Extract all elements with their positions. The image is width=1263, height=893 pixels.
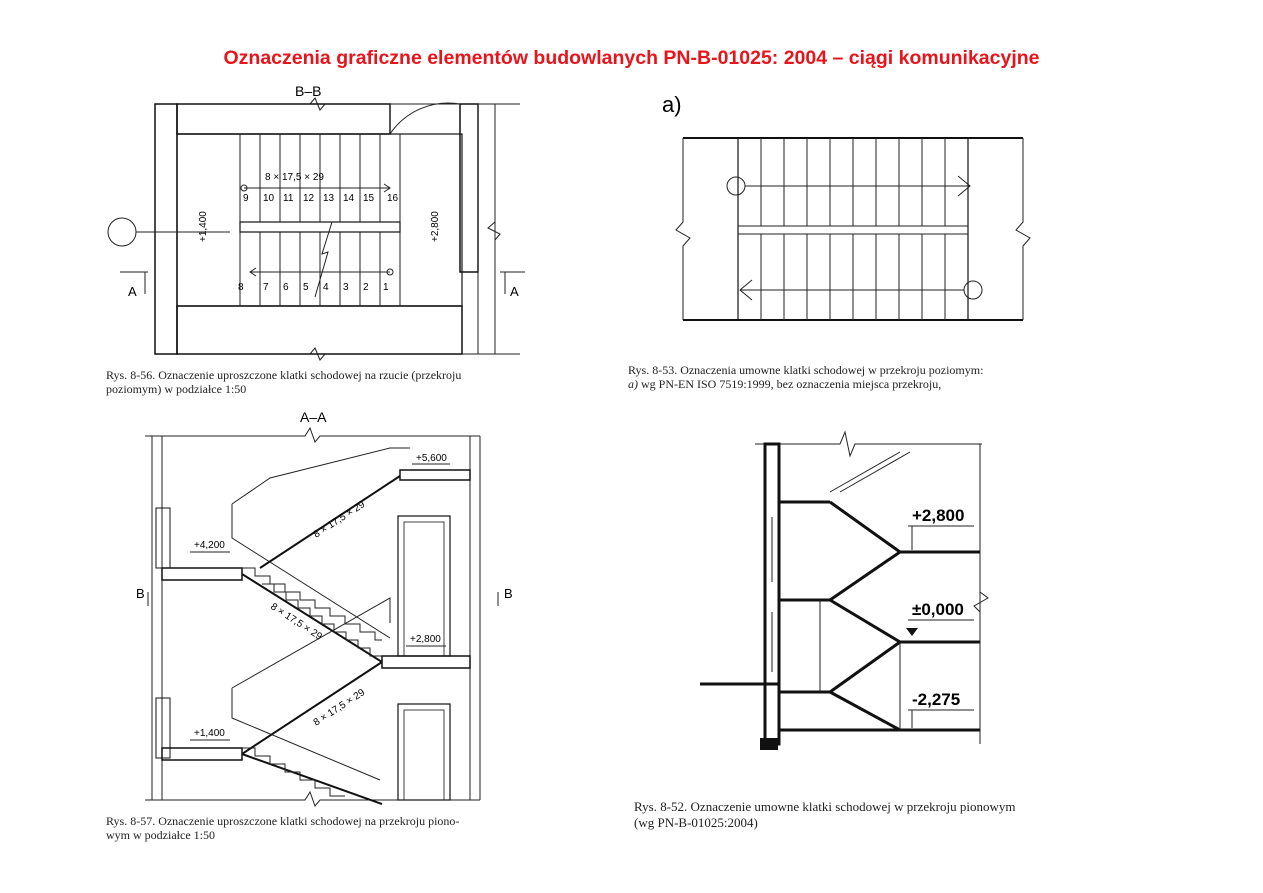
figure-8-52-section: +2,800 ±0,000 -2,275 (690, 422, 1020, 772)
step-number: 11 (283, 193, 294, 204)
caption-8-57: Rys. 8-57. Oznaczenie uproszczone klatki… (106, 814, 460, 842)
level-label: +5,600 (416, 453, 447, 464)
step-number: 12 (303, 193, 315, 204)
step-number: 14 (343, 193, 355, 204)
cut-label: A (128, 284, 137, 299)
level-label: +1,400 (198, 211, 209, 242)
stair-spec: 8 × 17,5 × 29 (312, 499, 368, 541)
section-label: B–B (295, 83, 321, 99)
subfigure-label: a) (662, 92, 682, 117)
level-label: ±0,000 (912, 600, 964, 619)
level-label: +2,800 (430, 211, 441, 242)
caption-8-56: Rys. 8-56. Oznaczenie uproszczone klatki… (106, 368, 462, 396)
caption-8-53: Rys. 8-53. Oznaczenia umowne klatki scho… (628, 363, 984, 391)
step-number: 8 (238, 282, 244, 293)
figure-8-56-plan: B–B 8 × 17,5 × 29 (100, 82, 540, 362)
step-number: 2 (363, 282, 369, 293)
step-number: 4 (323, 282, 329, 293)
figure-8-53a-plan: a) (648, 82, 1048, 352)
level-label: +1,400 (194, 728, 225, 739)
section-label: A–A (300, 409, 327, 425)
figure-8-57-section: A–A +5,600 +4,200 (120, 408, 540, 808)
cut-label: A (510, 284, 519, 299)
cut-label: B (136, 586, 145, 601)
step-number: 16 (387, 193, 399, 204)
cut-label: B (504, 586, 513, 601)
stair-conventional-plan: a) (662, 92, 1031, 321)
stair-spec: 8 × 17,5 × 29 (312, 687, 368, 729)
level-label: -2,275 (912, 690, 960, 709)
level-label: +2,800 (912, 506, 964, 525)
stair-section-drawing: A–A +5,600 +4,200 (136, 409, 513, 807)
step-number: 1 (383, 282, 389, 293)
stair-plan-drawing: B–B 8 × 17,5 × 29 (107, 83, 525, 361)
step-number: 9 (243, 193, 249, 204)
step-number: 3 (343, 282, 349, 293)
step-number: 15 (363, 193, 375, 204)
caption-8-52: Rys. 8-52. Oznaczenie umowne klatki scho… (634, 799, 1016, 830)
level-label: +4,200 (194, 540, 225, 551)
page-title: Oznaczenia graficzne elementów budowlany… (223, 47, 1040, 69)
step-number: 7 (263, 282, 269, 293)
stair-spec: 8 × 17,5 × 29 (265, 172, 324, 183)
step-number: 6 (283, 282, 289, 293)
stair-conventional-section: +2,800 ±0,000 -2,275 (700, 430, 989, 750)
step-number: 10 (263, 193, 275, 204)
step-number: 13 (323, 193, 335, 204)
level-label: +2,800 (410, 634, 441, 645)
step-number: 5 (303, 282, 309, 293)
